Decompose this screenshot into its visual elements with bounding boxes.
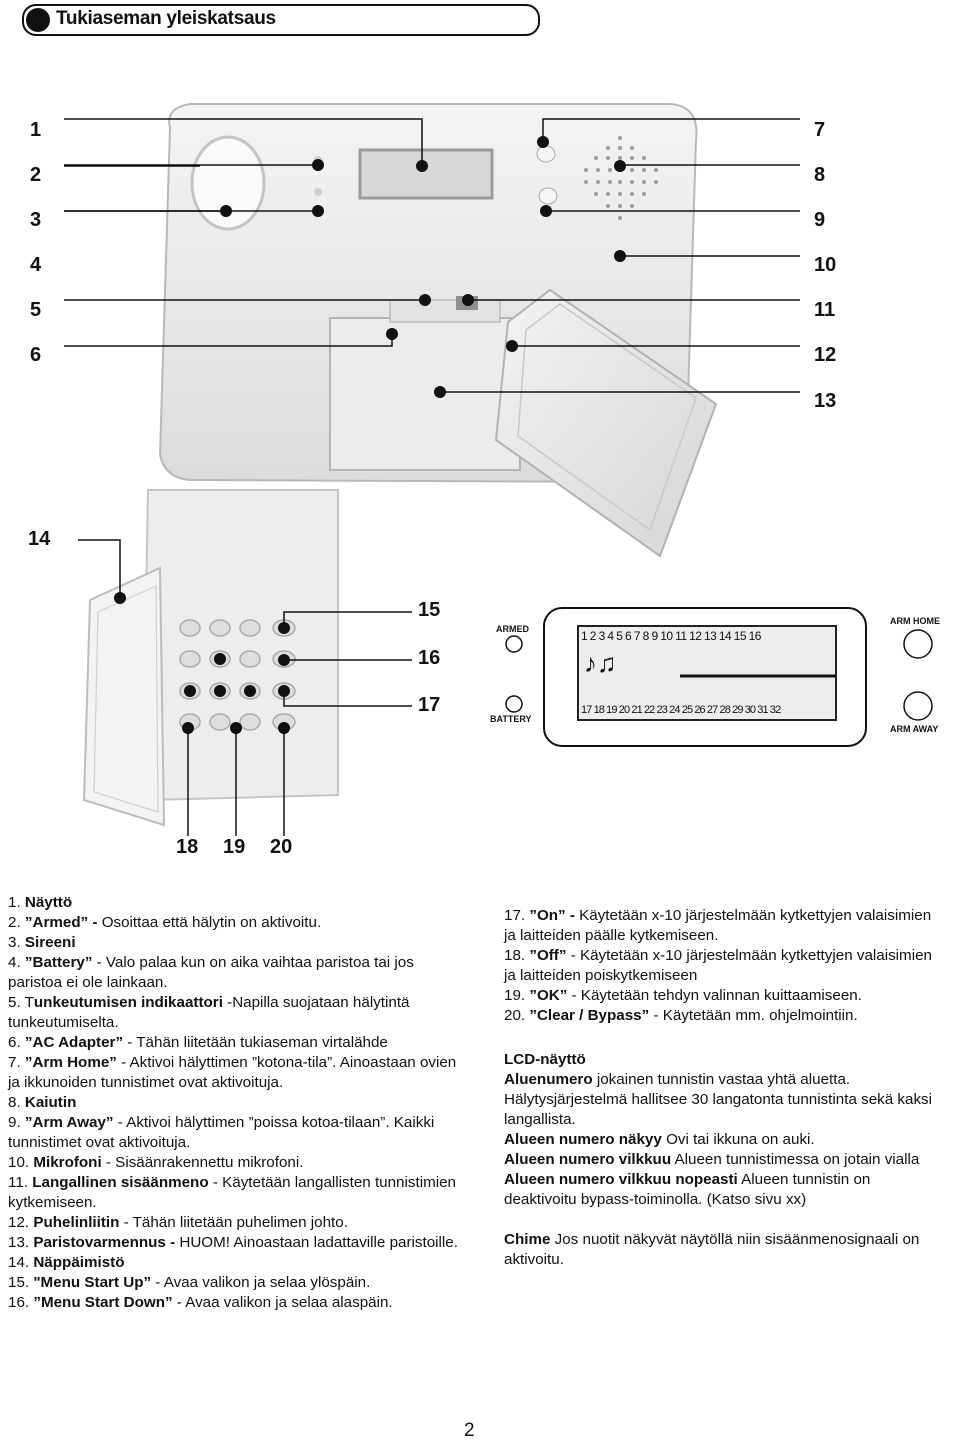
note-item: 18. ”Off” - Käytetään x-10 järjestelmään… [504, 946, 940, 986]
lcd-item: Alueen numero näkyy Ovi tai ikkuna on au… [504, 1130, 940, 1150]
note-item: 15. "Menu Start Up” - Avaa valikon ja se… [8, 1273, 458, 1293]
arm-away-label: ARM AWAY [890, 724, 938, 734]
lcd-heading: LCD-näyttö [504, 1050, 940, 1070]
callout-13: 13 [814, 390, 836, 413]
callout-15: 15 [418, 599, 440, 622]
armed-label: ARMED [496, 624, 529, 634]
note-item: 8. Kaiutin [8, 1093, 458, 1113]
lcd-zone-numbers-bottom: 17 18 19 20 21 22 23 24 25 26 27 28 29 3… [581, 704, 780, 716]
chime-item: Chime Jos nuotit näkyvät näytöllä niin s… [504, 1230, 940, 1270]
note-item: 7. ”Arm Home” - Aktivoi hälyttimen ”koto… [8, 1053, 458, 1093]
lcd-item: Alueen numero vilkkuu Alueen tunnistimes… [504, 1150, 940, 1170]
note-item: 11. Langallinen sisäänmeno - Käytetään l… [8, 1173, 458, 1213]
note-item: 9. ”Arm Away” - Aktivoi hälyttimen ”pois… [8, 1113, 458, 1153]
lcd-display [360, 150, 492, 198]
note-item: 4. ”Battery” - Valo palaa kun on aika va… [8, 953, 458, 993]
callout-17: 17 [418, 694, 440, 717]
callout-20: 20 [270, 836, 292, 859]
note-item: 20. ”Clear / Bypass” - Käytetään mm. ohj… [504, 1006, 940, 1026]
note-item: 1. Näyttö [8, 893, 458, 913]
note-item: 14. Näppäimistö [8, 1253, 458, 1273]
right-notes-list: 17. ”On” - Käytetään x-10 järjestelmään … [504, 906, 940, 1270]
note-item: 13. Paristovarmennus - HUOM! Ainoastaan … [8, 1233, 458, 1253]
callout-9: 9 [814, 209, 825, 232]
left-notes-list: 1. Näyttö 2. ”Armed” - Osoittaa että häl… [8, 893, 458, 1313]
note-item: 2. ”Armed” - Osoittaa että hälytin on ak… [8, 913, 458, 933]
note-item: 10. Mikrofoni - Sisäänrakennettu mikrofo… [8, 1153, 458, 1173]
callout-2: 2 [30, 164, 41, 187]
note-item: 19. ”OK” - Käytetään tehdyn valinnan kui… [504, 986, 940, 1006]
note-item: 6. ”AC Adapter” - Tähän liitetään tukias… [8, 1033, 458, 1053]
lcd-zone-numbers-top: 1 2 3 4 5 6 7 8 9 10 11 12 13 14 15 16 [581, 629, 761, 643]
arm-home-label: ARM HOME [890, 616, 940, 626]
callout-4: 4 [30, 254, 41, 277]
callout-18: 18 [176, 836, 198, 859]
armed-led-icon [506, 636, 522, 652]
callout-12: 12 [814, 344, 836, 367]
callout-7: 7 [814, 119, 825, 142]
battery-label: BATTERY [490, 714, 532, 724]
arm-home-button[interactable] [537, 146, 555, 162]
callout-1: 1 [30, 119, 41, 142]
callout-3: 3 [30, 209, 41, 232]
callout-11: 11 [814, 299, 835, 322]
callout-6: 6 [30, 344, 41, 367]
chime-icon: ♪♫ [584, 648, 617, 679]
lcd-item: Alueen numero vilkkuu nopeasti Alueen tu… [504, 1170, 940, 1210]
arm-away-button[interactable] [539, 188, 557, 204]
callout-19: 19 [223, 836, 245, 859]
note-item: 17. ”On” - Käytetään x-10 järjestelmään … [504, 906, 940, 946]
note-item: 16. ”Menu Start Down” - Avaa valikon ja … [8, 1293, 458, 1313]
note-item: 12. Puhelinliitin - Tähän liitetään puhe… [8, 1213, 458, 1233]
callout-5: 5 [30, 299, 41, 322]
callout-16: 16 [418, 647, 440, 670]
callout-14: 14 [28, 528, 50, 551]
arm-away-icon[interactable] [904, 692, 932, 720]
battery-led-icon [506, 696, 522, 712]
note-item: 3. Sireeni [8, 933, 458, 953]
note-item: 5. Tunkeutumisen indikaattori -Napilla s… [8, 993, 458, 1033]
callout-8: 8 [814, 164, 825, 187]
callout-10: 10 [814, 254, 836, 277]
keypad-photo [84, 490, 338, 825]
page-number: 2 [464, 1420, 475, 1442]
lcd-item: Aluenumero jokainen tunnistin vastaa yht… [504, 1070, 940, 1130]
arm-home-icon[interactable] [904, 630, 932, 658]
